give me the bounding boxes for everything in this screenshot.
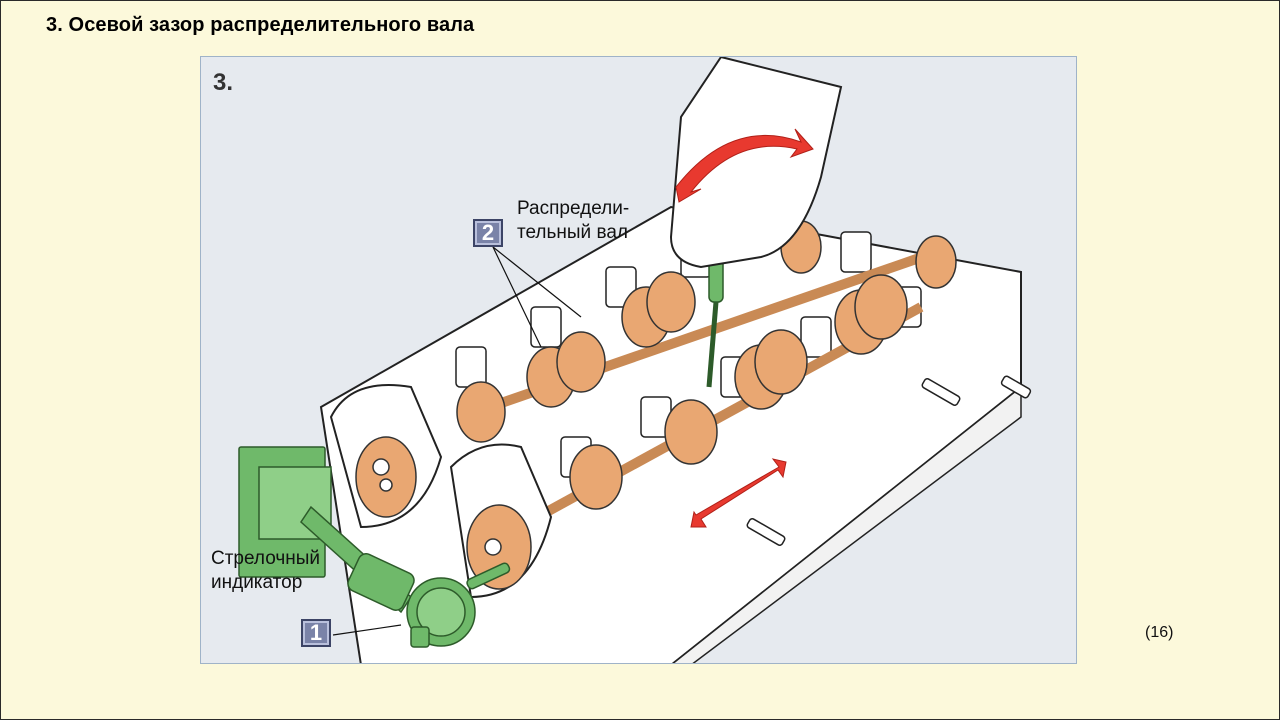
engine-illustration (238, 57, 1032, 663)
badge-camshaft: 2 (473, 219, 503, 247)
page-title: 3. Осевой зазор распределительного вала (46, 14, 475, 36)
badge-indicator: 1 (301, 619, 331, 647)
studs (746, 375, 1032, 546)
figure-number: 3. (213, 69, 234, 96)
hand (669, 57, 843, 269)
rotation-arrow-icon (675, 128, 814, 203)
callout-camshaft-line2: тельный вал (517, 222, 628, 243)
cylinder-head-side (672, 385, 1022, 663)
callout-camshaft: Распредели- тельный вал (517, 197, 629, 245)
callout-indicator-line2: индикатор (211, 572, 303, 593)
callout-indicator-line1: Стрелочный (211, 548, 321, 569)
leader-lines (332, 246, 582, 636)
callout-camshaft-line1: Распредели- (517, 198, 630, 219)
camshaft-lower (498, 274, 924, 542)
callout-indicator: Стрелочный индикатор (211, 547, 320, 595)
illustration-figure: 3. Распредели- тельный вал 2 Стрелочный … (200, 56, 1077, 664)
axial-movement-arrow-icon (690, 458, 787, 528)
page-number: (16) (1145, 624, 1174, 641)
dial-indicator (238, 446, 511, 648)
camshaft-upper (456, 220, 957, 443)
